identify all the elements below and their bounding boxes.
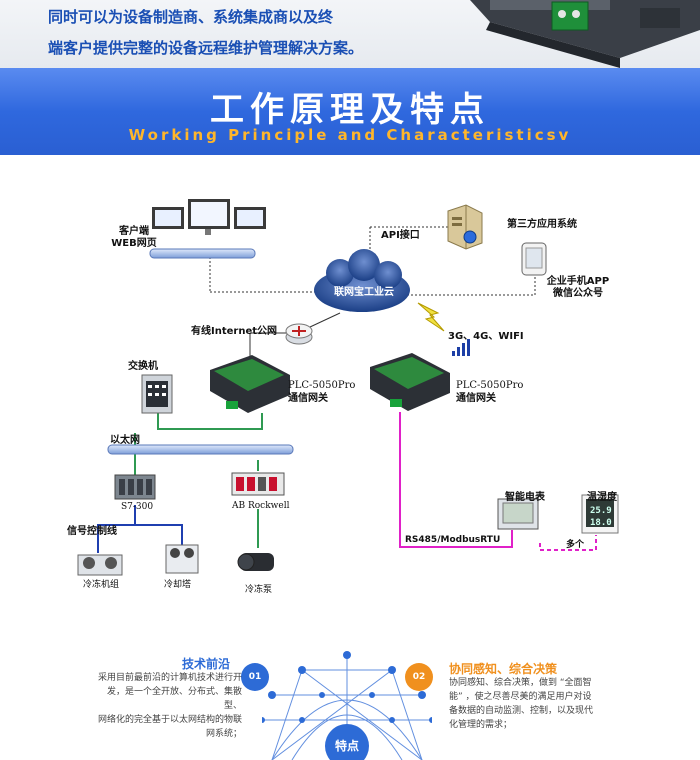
intro-line-2: 端客户提供完整的设备远程维护管理解决方案。 [48,39,364,57]
label-third-party: 第三方应用系统 [507,219,577,230]
phone-icon [521,242,547,276]
web-bar [149,248,256,259]
section-title: 工作原理及特点 [210,90,490,130]
label-s7-300: S7-300 [121,502,154,512]
signal-bars-icon [452,339,470,356]
intro-banner: 同时可以为设备制造商、系统集成商以及终 端客户提供完整的设备远程维护管理解决方案… [0,0,700,68]
plc-icon [114,474,156,500]
label-switch: 交换机 [128,361,158,372]
label-tower: 冷却塔 [164,580,192,590]
switch-icon [141,374,173,414]
ethernet-bar [107,444,294,455]
features-center-label: 特点 [334,739,359,753]
gateway-icon [210,355,290,413]
feature-number-01: 01 [241,663,269,691]
gateway-device-image [470,0,700,68]
label-many: 多个 [566,540,585,550]
feature-text-collab: 协同感知、综合决策，做到 “全面智能” ，使之尽善尽美的满足用户对设 备数据的自… [449,678,594,730]
feature-number-02: 02 [405,663,433,691]
label-rs485: RS485/ModbusRTU [405,535,501,545]
label-signal: 信号控制线 [67,526,117,537]
cloud-icon [314,249,410,312]
chiller-icon [77,554,123,576]
label-ab-rockwell: AB Rockwell [232,501,290,511]
label-wireless: 3G、4G、WIFI [448,331,524,342]
intro-line-1: 同时可以为设备制造商、系统集成商以及终 [48,8,334,26]
label-temp: 温湿度 [587,492,617,503]
label-ethernet: 以太网 [110,435,140,446]
monitor-icon [152,199,266,235]
network-sphere-graphic [262,651,432,760]
section-subtitle: Working Principle and Characteristicsv [128,126,572,144]
label-meter: 智能电表 [505,492,545,503]
plc-icon [231,472,285,496]
label-api: API接口 [381,230,420,241]
wireless-bolt-icon [417,302,445,332]
router-icon [285,323,313,345]
label-chiller: 冷冻机组 [83,580,120,590]
section-header-band [0,68,700,155]
feature-title-tech: 技术前沿 [182,657,231,671]
meter-icon [497,498,539,530]
network-diagram [77,199,619,576]
cooling-tower-icon [165,544,199,574]
gateway-icon [370,353,450,411]
server-icon [447,204,483,250]
label-internet: 有线Internet公网 [191,326,278,337]
pump-icon [237,553,274,571]
feature-title-collab: 协同感知、综合决策 [449,662,558,676]
thermometer-icon [581,494,619,534]
feature-text-tech: 采用目前最前沿的计算机技术进行开发，是一个全开放、分布式、集散型、 网络化的完全… [97,673,242,739]
label-pump: 冷冻泵 [245,585,273,595]
label-cloud: 联网宝工业云 [334,287,394,298]
